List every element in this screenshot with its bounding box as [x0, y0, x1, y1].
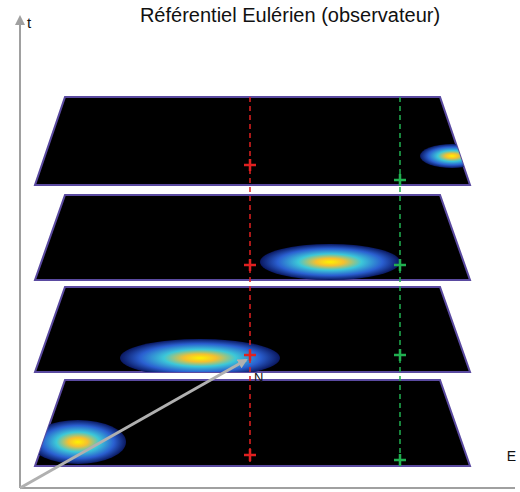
gaussian-blob	[260, 244, 400, 280]
space-axis	[20, 487, 515, 489]
time-axis	[19, 24, 21, 488]
observer-line	[399, 97, 401, 466]
observation-point	[244, 159, 256, 461]
time-plane	[35, 195, 470, 280]
time-plane	[35, 97, 470, 185]
gaussian-blob	[30, 420, 126, 464]
diagram-title: Référentiel Eulérien (observateur)	[140, 4, 440, 27]
axis-label: E	[507, 448, 516, 464]
axis-label: t	[27, 14, 31, 31]
gaussian-blob	[420, 144, 484, 168]
observation-point	[394, 174, 406, 466]
position-vector	[20, 360, 246, 488]
point-label: N	[254, 370, 263, 385]
observer-line	[249, 97, 251, 466]
